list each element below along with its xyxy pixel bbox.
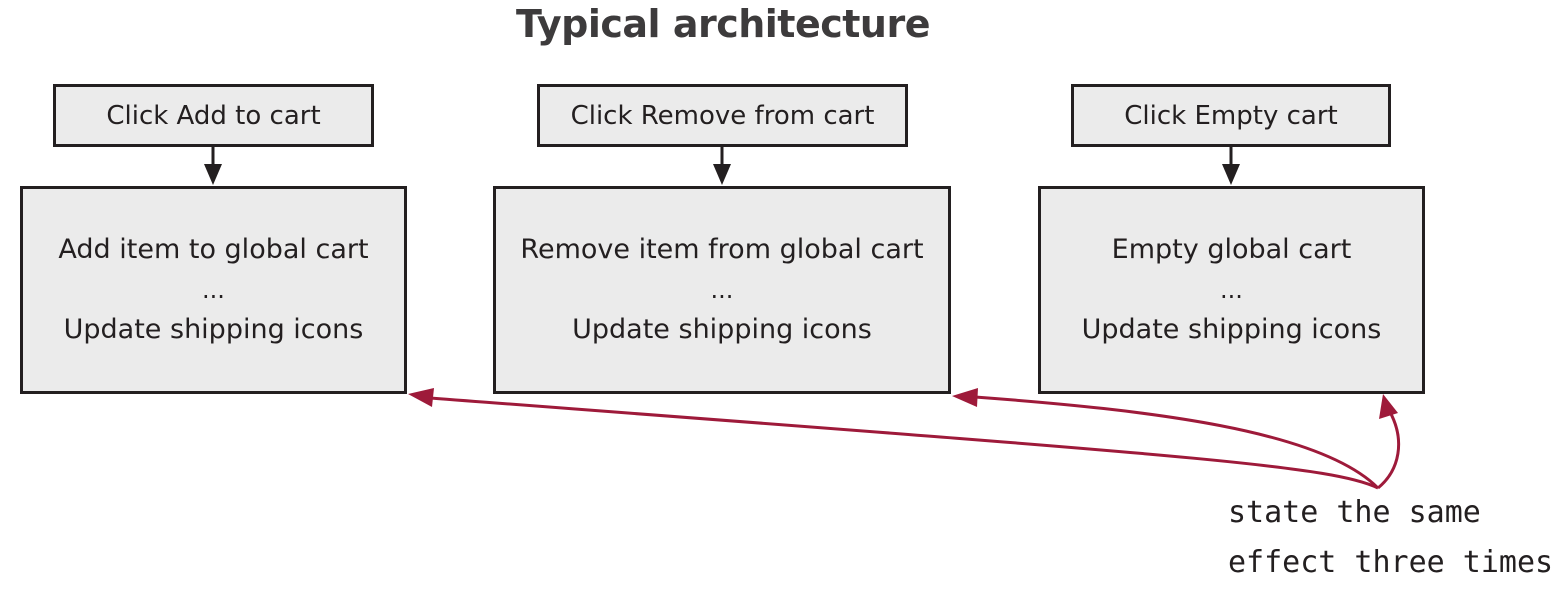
annotation-arrowheads bbox=[408, 388, 1398, 419]
page-title: Typical architecture bbox=[515, 2, 931, 46]
action-line-2: Update shipping icons bbox=[63, 314, 364, 345]
action-ellipsis: ... bbox=[710, 276, 734, 304]
action-line-2: Update shipping icons bbox=[572, 314, 872, 345]
action-box-remove-from-cart: Remove item from global cart ... Update … bbox=[493, 186, 951, 394]
flow-arrow-2 bbox=[713, 147, 731, 185]
trigger-box-add-to-cart: Click Add to cart bbox=[53, 84, 374, 147]
flow-arrow-3 bbox=[1222, 147, 1240, 185]
annotation-arrows bbox=[429, 395, 1401, 490]
annotation-note: state the same effect three times bbox=[1228, 488, 1553, 588]
action-line-2: Update shipping icons bbox=[1081, 314, 1382, 345]
trigger-box-remove-from-cart: Click Remove from cart bbox=[537, 84, 908, 147]
annotation-line-1: state the same bbox=[1228, 495, 1481, 530]
action-ellipsis: ... bbox=[1220, 276, 1243, 304]
trigger-label: Click Add to cart bbox=[106, 100, 321, 131]
action-ellipsis: ... bbox=[202, 276, 225, 304]
action-line-1: Empty global cart bbox=[1111, 234, 1352, 265]
trigger-label: Click Empty cart bbox=[1124, 100, 1338, 131]
action-line-1: Remove item from global cart bbox=[520, 234, 924, 265]
action-box-empty-cart: Empty global cart ... Update shipping ic… bbox=[1038, 186, 1425, 394]
action-line-1: Add item to global cart bbox=[58, 234, 369, 265]
trigger-box-empty-cart: Click Empty cart bbox=[1071, 84, 1391, 147]
trigger-label: Click Remove from cart bbox=[570, 100, 875, 131]
annotation-line-2: effect three times bbox=[1228, 545, 1554, 580]
action-box-add-to-cart: Add item to global cart ... Update shipp… bbox=[20, 186, 407, 394]
flow-arrow-1 bbox=[204, 147, 222, 185]
